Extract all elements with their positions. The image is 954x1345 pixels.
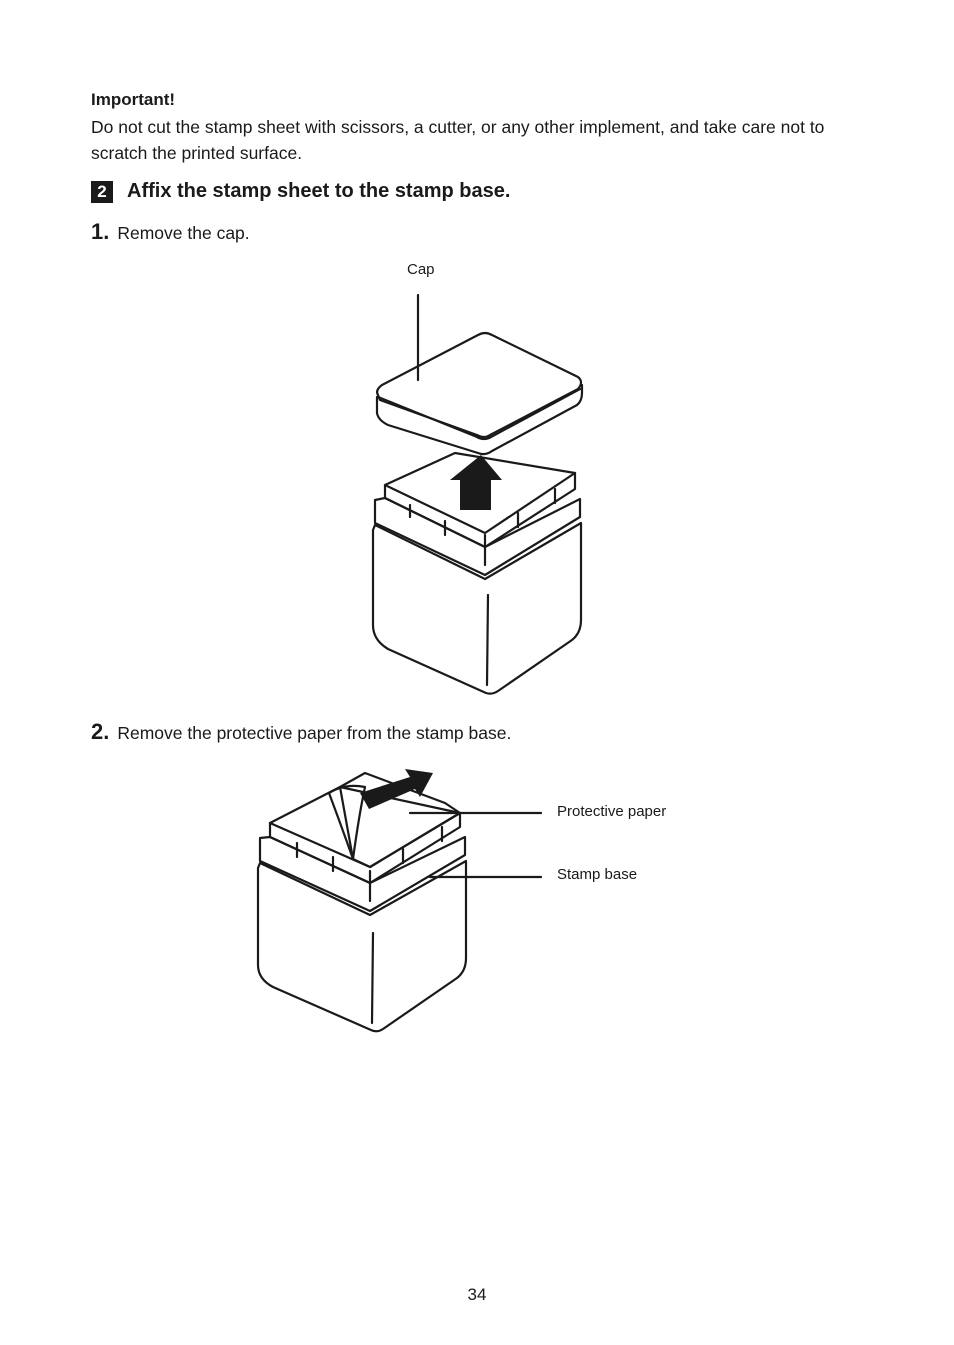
step-1: 1. Remove the cap. bbox=[91, 219, 250, 245]
protective-paper-label: Protective paper bbox=[557, 803, 667, 820]
step-2-text: Remove the protective paper from the sta… bbox=[117, 723, 512, 743]
important-text: Do not cut the stamp sheet with scissors… bbox=[91, 117, 825, 163]
protective-paper-illustration bbox=[256, 769, 543, 1033]
stamp-base-body bbox=[256, 859, 468, 1033]
up-arrow-icon bbox=[450, 455, 502, 510]
cap-shape bbox=[376, 331, 583, 439]
page-number: 34 bbox=[467, 1285, 487, 1304]
step-1-text: Remove the cap. bbox=[117, 223, 250, 243]
important-heading: Important! bbox=[91, 90, 176, 109]
section-number-badge: 2 bbox=[91, 180, 113, 203]
peel-arrow-icon bbox=[360, 769, 433, 809]
cap-removal-illustration bbox=[371, 293, 584, 695]
step-1-number: 1. bbox=[91, 219, 110, 244]
step-2-number: 2. bbox=[91, 719, 110, 744]
stamp-base-label: Stamp base bbox=[557, 866, 638, 883]
section-heading: 2 Affix the stamp sheet to the stamp bas… bbox=[91, 180, 510, 203]
step-2: 2. Remove the protective paper from the … bbox=[91, 719, 511, 745]
stamp-body bbox=[371, 521, 583, 695]
cap-label: Cap bbox=[407, 261, 435, 278]
section-title: Affix the stamp sheet to the stamp base. bbox=[127, 180, 511, 202]
